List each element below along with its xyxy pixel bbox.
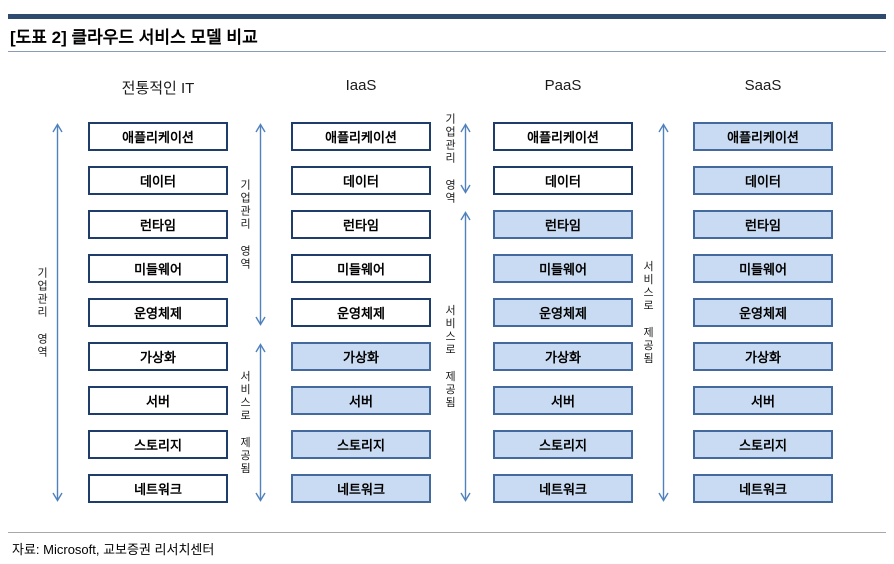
layer-box-iaas-3: 미들웨어	[291, 254, 431, 283]
layer-box-saas-1: 데이터	[693, 166, 833, 195]
service-scope-label-paas: 서비스로 제공됨	[443, 304, 456, 409]
layer-box-saas-6: 서버	[693, 386, 833, 415]
layer-box-iaas-6: 서버	[291, 386, 431, 415]
managed-scope-label-paas: 기업관리 영역	[443, 112, 456, 205]
column-header-paas: PaaS	[544, 77, 582, 94]
layer-box-saas-2: 런타임	[693, 210, 833, 239]
footer-divider	[8, 532, 886, 533]
layer-box-iaas-0: 애플리케이션	[291, 122, 431, 151]
service-scope-label-saas: 서비스로 제공됨	[641, 260, 654, 365]
layer-box-paas-5: 가상화	[493, 342, 633, 371]
managed-scope-label-traditional-it: 기업관리 영역	[35, 266, 48, 359]
service-scope-arrow-paas	[460, 211, 471, 502]
layer-box-saas-5: 가상화	[693, 342, 833, 371]
layer-box-iaas-2: 런타임	[291, 210, 431, 239]
layer-box-paas-6: 서버	[493, 386, 633, 415]
managed-scope-arrow-paas	[460, 123, 471, 194]
service-scope-arrow-saas	[658, 123, 669, 502]
source-note: 자료: Microsoft, 교보증권 리서치센터	[12, 542, 215, 557]
layer-box-iaas-8: 네트워크	[291, 474, 431, 503]
figure-title: [도표 2] 클라우드 서비스 모델 비교	[10, 28, 258, 47]
layer-box-traditional-it-1: 데이터	[88, 166, 228, 195]
layer-box-traditional-it-0: 애플리케이션	[88, 122, 228, 151]
layer-box-traditional-it-5: 가상화	[88, 342, 228, 371]
layer-box-paas-7: 스토리지	[493, 430, 633, 459]
layer-box-traditional-it-6: 서버	[88, 386, 228, 415]
column-header-iaas: IaaS	[345, 77, 377, 94]
layer-box-traditional-it-4: 운영체제	[88, 298, 228, 327]
layer-box-paas-4: 운영체제	[493, 298, 633, 327]
layer-box-iaas-5: 가상화	[291, 342, 431, 371]
service-scope-label-iaas: 서비스로 제공됨	[238, 370, 251, 475]
layer-box-saas-8: 네트워크	[693, 474, 833, 503]
service-scope-arrow-iaas	[255, 343, 266, 502]
column-header-traditional-it: 전통적인 IT	[121, 80, 195, 97]
layer-box-saas-3: 미들웨어	[693, 254, 833, 283]
managed-scope-arrow-traditional-it	[52, 123, 63, 502]
layer-box-paas-8: 네트워크	[493, 474, 633, 503]
layer-box-traditional-it-8: 네트워크	[88, 474, 228, 503]
layer-box-saas-4: 운영체제	[693, 298, 833, 327]
layer-box-paas-2: 런타임	[493, 210, 633, 239]
layer-box-paas-3: 미들웨어	[493, 254, 633, 283]
layer-box-saas-7: 스토리지	[693, 430, 833, 459]
layer-box-traditional-it-7: 스토리지	[88, 430, 228, 459]
layer-box-iaas-7: 스토리지	[291, 430, 431, 459]
title-divider	[8, 51, 886, 52]
layer-box-iaas-4: 운영체제	[291, 298, 431, 327]
layer-box-paas-0: 애플리케이션	[493, 122, 633, 151]
layer-box-traditional-it-2: 런타임	[88, 210, 228, 239]
layer-box-paas-1: 데이터	[493, 166, 633, 195]
managed-scope-arrow-iaas	[255, 123, 266, 326]
managed-scope-label-iaas: 기업관리 영역	[238, 178, 251, 271]
top-accent-bar	[8, 14, 886, 19]
layer-box-traditional-it-3: 미들웨어	[88, 254, 228, 283]
layer-box-iaas-1: 데이터	[291, 166, 431, 195]
column-header-saas: SaaS	[744, 77, 782, 94]
layer-box-saas-0: 애플리케이션	[693, 122, 833, 151]
